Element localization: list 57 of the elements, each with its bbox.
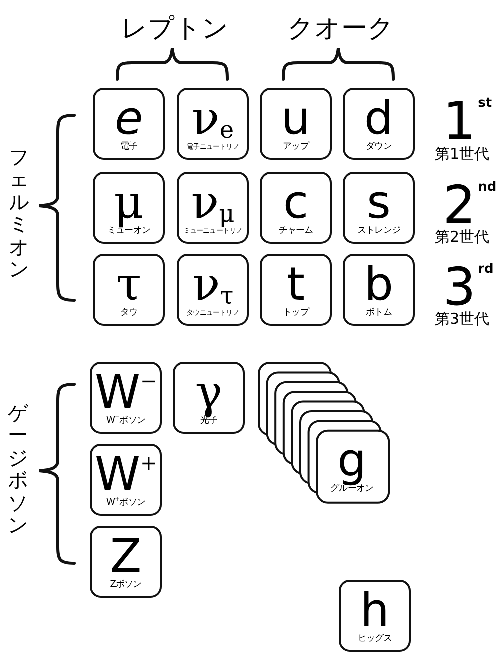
particle-name: 光子 (200, 416, 218, 427)
particle-symbol: e (114, 94, 144, 142)
particle-symbol: g (337, 436, 367, 484)
particle-name: チャーム (278, 226, 314, 237)
particle-tile (93, 254, 165, 326)
particle-name: タウ (119, 308, 139, 319)
particle-name: ストレンジ (356, 226, 402, 237)
particle-symbol: W$^{−}$ (95, 368, 157, 416)
particle-name: W$^{+}$ボソン (106, 498, 146, 509)
particle-tile (93, 88, 165, 160)
particle-tile (177, 172, 249, 244)
particle-name: W$^{−}$ボソン (106, 416, 146, 427)
particle-symbol: ν$_{μ}$ (190, 178, 236, 226)
particle-symbol: b (363, 260, 395, 308)
group-heading: ゲージボソン (7, 402, 29, 536)
particle-name: ダウン (365, 142, 393, 153)
particle-symbol: ν$_{τ}$ (192, 260, 234, 308)
particle-name: 電子 (119, 142, 139, 153)
particle-symbol: h (360, 586, 390, 634)
particle-tile (339, 580, 411, 652)
particle-tile (260, 254, 332, 326)
particle-tile (90, 444, 162, 516)
particle-name: Zボソン (109, 580, 143, 591)
generation-label: 第3世代 (435, 312, 490, 327)
particle-name: ボトム (365, 308, 393, 319)
particle-name: ヒッグス (356, 634, 394, 645)
particle-symbol: W$^{+}$ (95, 450, 157, 498)
particle-name: アップ (282, 142, 310, 153)
particle-symbol: μ (114, 178, 144, 226)
particle-symbol: Z (109, 532, 143, 580)
particle-symbol: τ (115, 260, 143, 308)
particle-tile (260, 172, 332, 244)
group-heading: クオーク (288, 16, 394, 42)
particle-tile (90, 362, 162, 434)
particle-symbol: γ (194, 368, 224, 416)
particle-symbol: d (363, 94, 395, 142)
particle-tile (343, 172, 415, 244)
generation-label: 第2世代 (435, 230, 490, 245)
particle-tile (343, 254, 415, 326)
group-heading: レプトン (121, 16, 229, 42)
particle-symbol: c (283, 178, 309, 226)
particle-tile (260, 88, 332, 160)
generation-number: 1$^{st}$ (443, 96, 492, 148)
particle-symbol: s (366, 178, 391, 226)
group-heading: フェルミオン (8, 146, 30, 280)
particle-symbol: ν$_{e}$ (192, 94, 234, 142)
particle-tile (177, 254, 249, 326)
tile-stack (258, 362, 390, 504)
particle-symbol: u (280, 94, 312, 142)
particle-tile (343, 88, 415, 160)
particle-tile (173, 362, 245, 434)
particle-symbol: t (286, 260, 306, 308)
particle-tile (90, 526, 162, 598)
particle-tile (177, 88, 249, 160)
generation-label: 第1世代 (435, 147, 490, 162)
particle-tile (93, 172, 165, 244)
particle-name: トップ (282, 308, 310, 319)
